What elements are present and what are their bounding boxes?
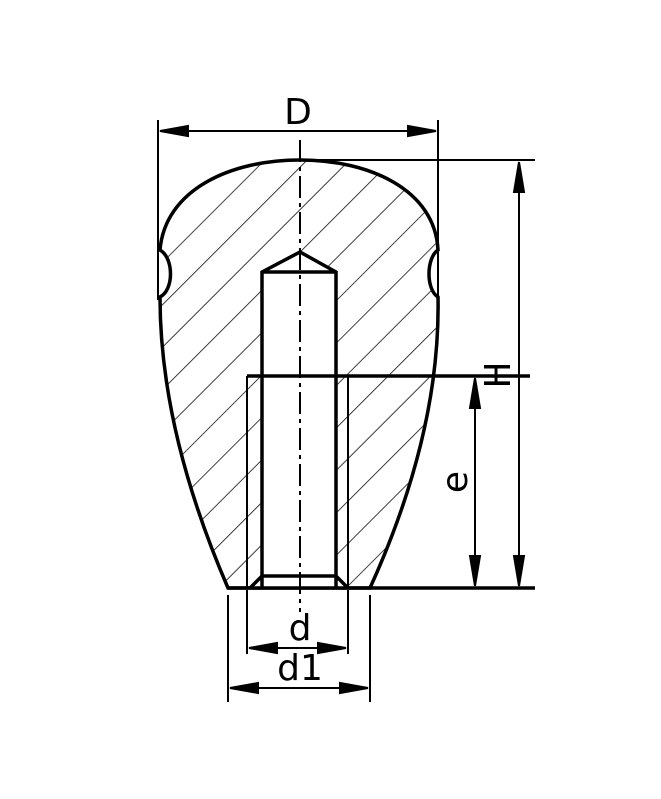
dimension-d — [246, 590, 349, 655]
dimension-H — [300, 159, 535, 587]
label-e: e — [435, 471, 476, 493]
label-D: D — [284, 92, 312, 133]
dimension-d1 — [227, 595, 371, 702]
dimension-e — [468, 377, 482, 587]
thread-lines — [246, 376, 349, 588]
label-H: H — [478, 361, 519, 388]
label-d: d — [289, 608, 312, 649]
dimension-D — [157, 120, 439, 300]
label-d1: d1 — [277, 648, 323, 689]
